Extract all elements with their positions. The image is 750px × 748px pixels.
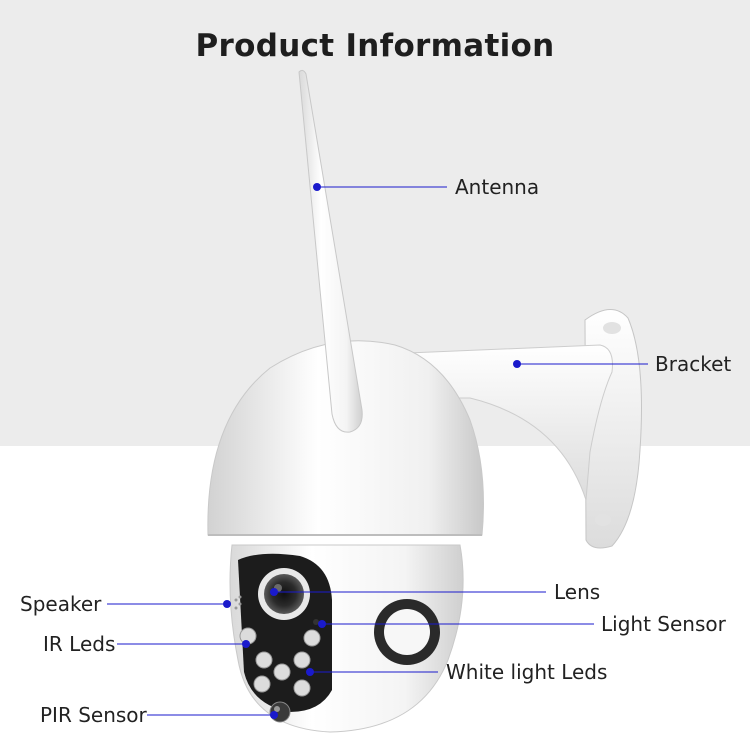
antenna (298, 69, 363, 433)
label-light-sensor: Light Sensor (601, 612, 726, 636)
page-title: Product Information (195, 28, 555, 64)
label-pir-sensor: PIR Sensor (40, 703, 147, 727)
lens (264, 574, 304, 614)
label-lens: Lens (554, 580, 601, 604)
dome-top (207, 340, 484, 536)
label-speaker: Speaker (20, 592, 102, 616)
light-sensor-dot (313, 619, 319, 625)
label-white-light-leds: White light Leds (446, 660, 608, 684)
label-antenna: Antenna (455, 175, 540, 199)
label-bracket: Bracket (655, 352, 732, 376)
label-ir-leds: IR Leds (43, 632, 116, 656)
speaker-holes (234, 595, 242, 610)
